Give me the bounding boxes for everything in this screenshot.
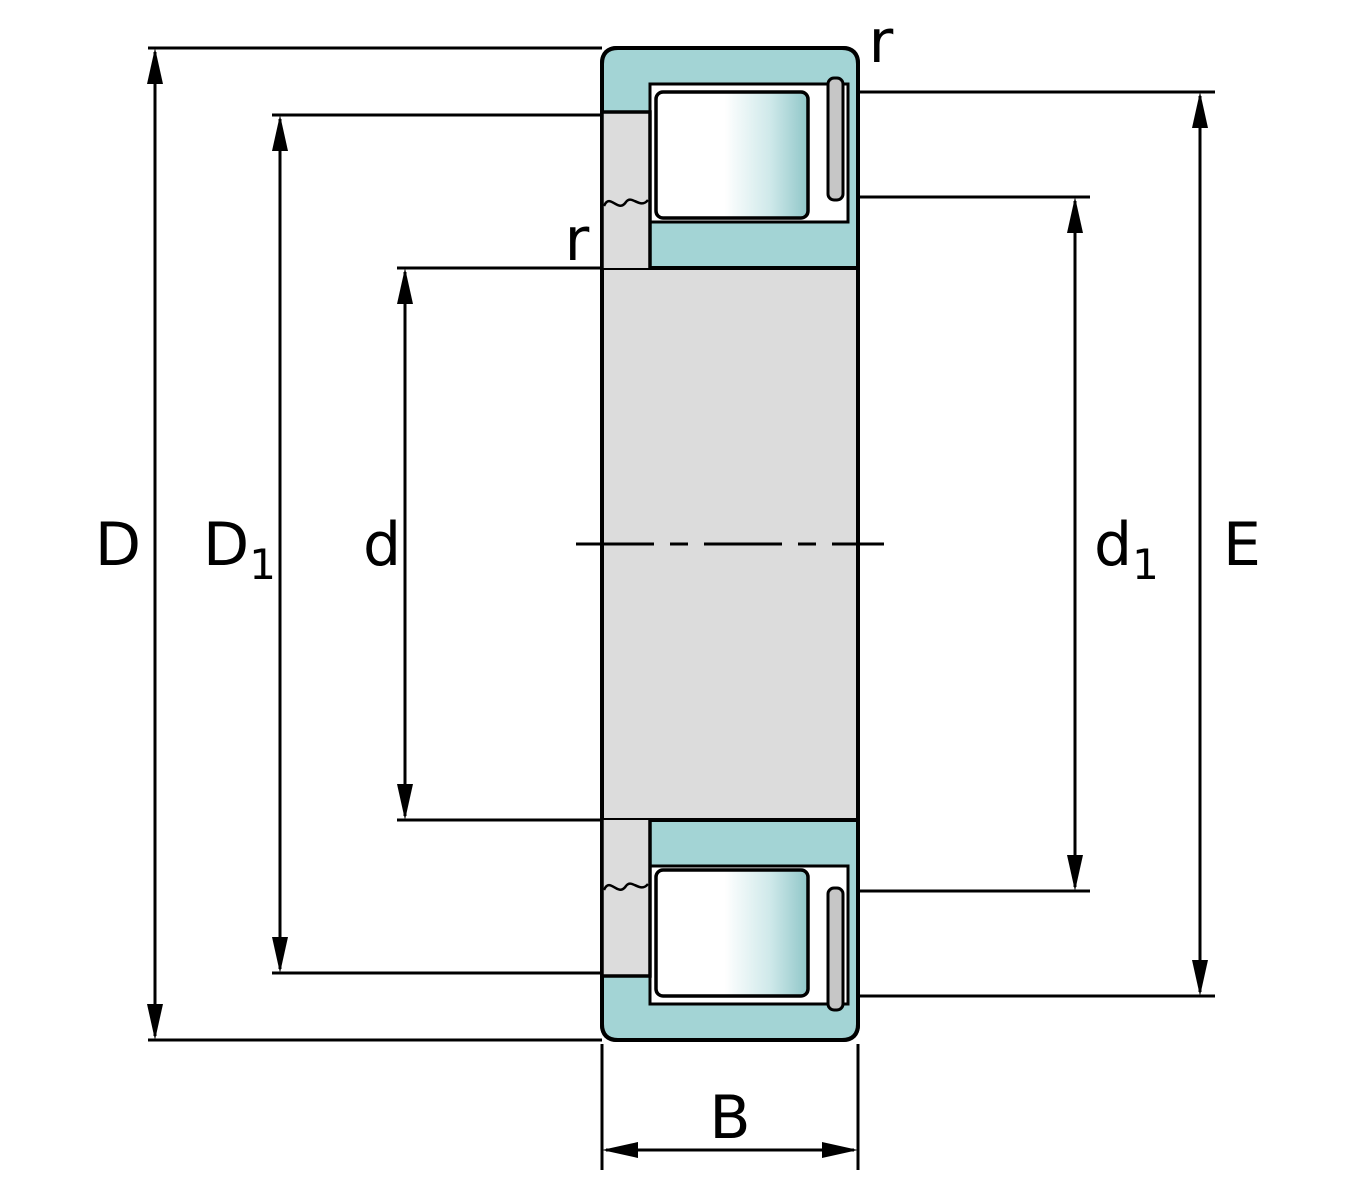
label-D1: D1: [203, 510, 276, 589]
arrowhead-d-bottom: [397, 784, 413, 820]
arrowhead-D-bottom: [147, 1004, 163, 1040]
label-d1-main: d: [1094, 510, 1132, 580]
inner-ring-flange-bottom: [600, 820, 652, 978]
dimension-D1: D1: [203, 113, 602, 975]
dimension-B: B: [600, 1044, 860, 1170]
arrowhead-d1-top: [1067, 197, 1083, 233]
bearing-section: [576, 46, 884, 1042]
arrowhead-d1-bottom: [1067, 855, 1083, 891]
roller-top: [654, 90, 810, 220]
break-line-bottom: [602, 882, 649, 891]
arrowhead-E-bottom: [1192, 960, 1208, 996]
label-d1-subscript: 1: [1132, 540, 1159, 589]
label-D1-main: D: [203, 510, 249, 580]
dimension-d: d: [363, 266, 602, 822]
arrowhead-d-top: [397, 268, 413, 304]
arrowhead-B-right: [822, 1142, 858, 1158]
label-D1-subscript: 1: [249, 540, 276, 589]
arrowhead-B-left: [602, 1142, 638, 1158]
label-D: D: [95, 510, 141, 580]
label-r-outer: r: [869, 7, 894, 77]
label-r-inner: r: [565, 205, 590, 275]
label-d: d: [363, 510, 401, 580]
arrowhead-D1-top: [272, 115, 288, 151]
label-d1: d1: [1094, 510, 1159, 589]
arrowhead-D-top: [147, 48, 163, 84]
label-E: E: [1223, 510, 1261, 580]
dimension-E: E: [858, 90, 1261, 998]
inner-ring-flange-top: [600, 110, 652, 268]
dimension-D: D: [95, 46, 602, 1042]
arrowhead-E-top: [1192, 92, 1208, 128]
arrowhead-D1-bottom: [272, 937, 288, 973]
dimension-d1: d1: [858, 195, 1159, 893]
label-B: B: [709, 1083, 750, 1153]
roller-bottom: [654, 868, 810, 998]
break-line-top: [602, 198, 649, 207]
snap-ring-top: [826, 76, 845, 202]
snap-ring-bottom: [826, 886, 845, 1012]
